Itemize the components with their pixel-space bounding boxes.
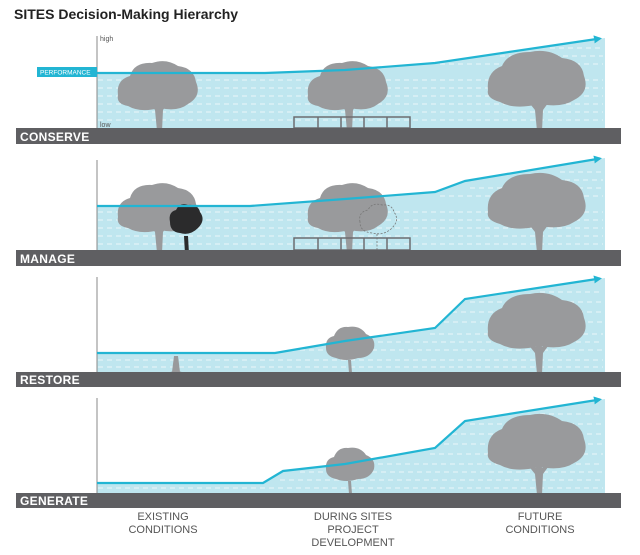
stage-label-during: DURING SITES PROJECT DEVELOPMENT	[311, 511, 395, 549]
ground-bar	[16, 128, 621, 144]
tree-dark-icon	[169, 204, 203, 254]
stage-label-existing: EXISTING CONDITIONS	[128, 511, 198, 536]
panel-label: CONSERVE	[20, 130, 90, 144]
performance-line	[97, 275, 602, 355]
performance-area	[97, 278, 605, 372]
diagram-title: SITES Decision-Making Hierarchy	[14, 6, 239, 22]
ground-bar	[16, 493, 621, 508]
performance-line	[97, 396, 602, 485]
panel-label: MANAGE	[20, 252, 75, 266]
performance-line	[97, 35, 602, 75]
axis-low-label: low	[100, 122, 111, 129]
performance-tag-label: PERFORMANCE	[40, 70, 91, 77]
performance-area	[97, 399, 605, 493]
ground-bar	[16, 372, 621, 387]
tree-outline-icon	[359, 203, 397, 250]
tree-during	[307, 183, 388, 253]
performance-tag	[37, 67, 97, 77]
panel-generate: GENERATE	[16, 396, 621, 508]
ground-bar	[16, 250, 621, 266]
axis-high-label: high	[100, 36, 113, 43]
panel-conserve: high low PERFORMANCE CONSERVE	[16, 35, 621, 144]
panel-label: GENERATE	[20, 494, 88, 508]
panel-restore: RESTORE	[16, 275, 621, 387]
panel-label: RESTORE	[20, 373, 80, 387]
performance-line	[97, 155, 602, 208]
panel-manage: MANAGE	[16, 155, 621, 266]
stage-label-future: FUTURE CONDITIONS	[505, 511, 575, 536]
